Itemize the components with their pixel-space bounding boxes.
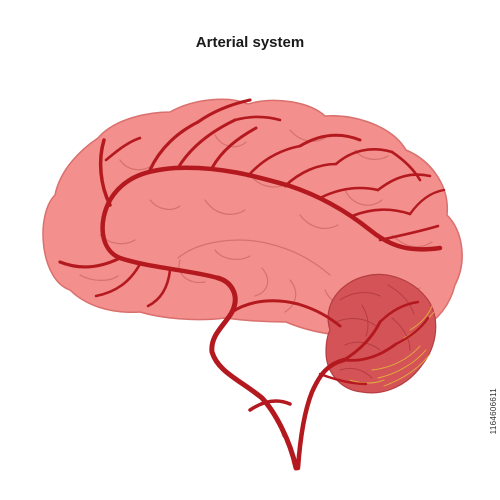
arteries bbox=[58, 98, 446, 471]
cerebellum bbox=[325, 273, 437, 394]
diagram-title: Arterial system bbox=[195, 34, 305, 51]
stock-id: 1164606611 bbox=[489, 388, 498, 435]
